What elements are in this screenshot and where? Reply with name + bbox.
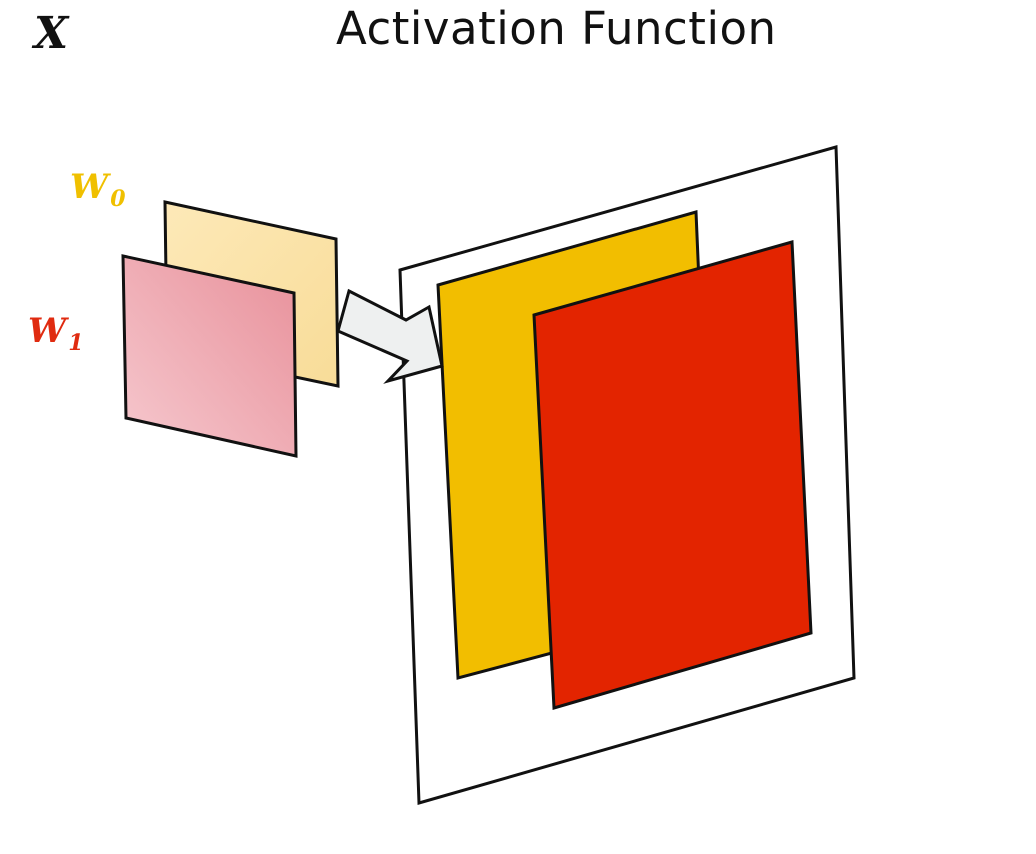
slide-title: Activation Function — [336, 2, 777, 55]
red-feature-map — [532, 240, 813, 710]
transfer-arrow — [336, 288, 444, 384]
w1-plane — [121, 254, 298, 458]
input-symbol-x: X — [34, 8, 69, 59]
w1-symbol: W — [28, 311, 69, 351]
w1-label: W1 — [28, 311, 84, 356]
w0-subscript: 0 — [110, 186, 126, 212]
w0-symbol: W — [70, 167, 111, 207]
w1-subscript: 1 — [68, 330, 83, 356]
w0-label: W0 — [70, 167, 126, 212]
